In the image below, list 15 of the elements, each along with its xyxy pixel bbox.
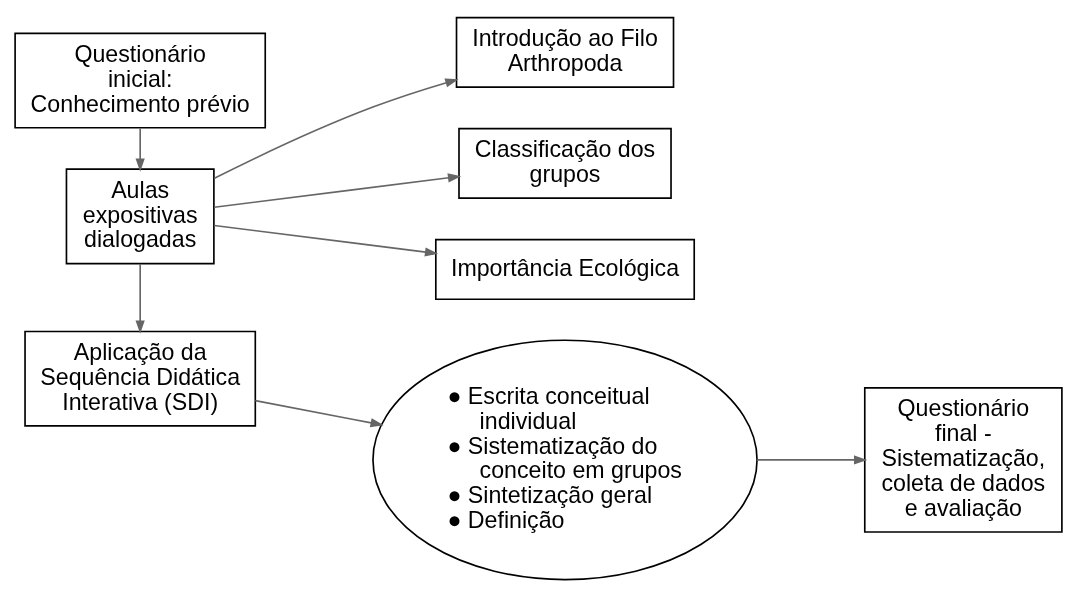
arrow xyxy=(213,173,462,209)
arrow xyxy=(213,78,459,180)
node-ellipse: ● Escrita conceitual individual ● Sistematização do conceito em grupos ● Sintetização geral ● Definição xyxy=(372,339,758,581)
node-box: Introdução ao Filo Arthropoda xyxy=(455,16,675,89)
arrow xyxy=(213,224,439,257)
node-box: Questionário final - Sistematização, coleta de dados e avaliação xyxy=(863,387,1063,533)
node-box: Questionário inicial: Conhecimento prévio xyxy=(14,32,267,129)
node-box: Aulas expositivas dialogadas xyxy=(65,168,215,265)
node-box: Importância Ecológica xyxy=(435,238,696,301)
arrow xyxy=(135,263,145,334)
arrow xyxy=(756,455,868,465)
arrow xyxy=(135,127,145,172)
node-box: Aplicação da Sequência Didática Interativa (SDI) xyxy=(24,330,257,427)
node-box: Classificação dos grupos xyxy=(458,127,672,199)
arrow xyxy=(254,399,384,428)
